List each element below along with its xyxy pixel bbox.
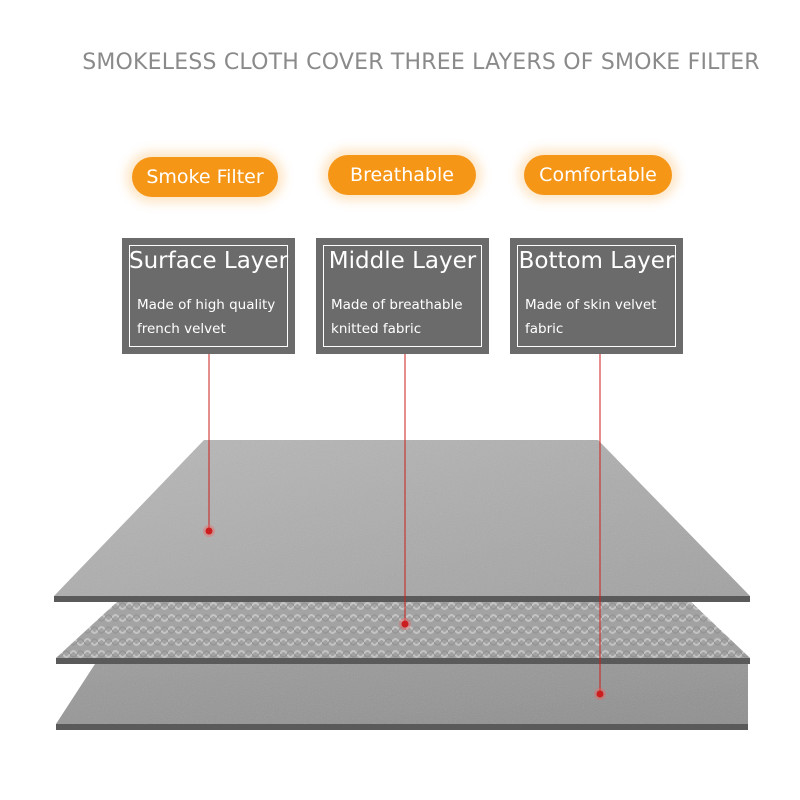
middle-layer-desc-line-2: knitted fabric (331, 321, 422, 337)
bottom-layer-desc-line-1: Made of skin velvet (525, 297, 657, 313)
badge-comfortable: Comfortable (524, 155, 672, 195)
bottom-layer-card: Bottom Layer Made of skin velvet fabric (510, 238, 683, 354)
surface-layer-title: Surface Layer (128, 248, 289, 274)
surface-layer-desc-line-1: Made of high quality (137, 297, 276, 313)
bottom-layer-desc-line-2: fabric (525, 321, 564, 337)
middle-layer-desc-line-1: Made of breathable (331, 297, 463, 313)
middle-layer-description: Made of breathable knitted fabric (331, 293, 481, 341)
page-title: SMOKELESS CLOTH COVER THREE LAYERS OF SM… (82, 50, 760, 75)
middle-layer-title: Middle Layer (328, 248, 477, 274)
top-fabric-layer (54, 440, 750, 602)
bottom-layer-title: Bottom Layer (518, 248, 675, 274)
middle-fabric-layer (56, 601, 750, 664)
badge-breathable: Breathable (328, 155, 476, 195)
badge-smoke-filter: Smoke Filter (132, 157, 278, 197)
surface-layer-card: Surface Layer Made of high quality frenc… (122, 238, 295, 354)
card-frame (323, 245, 482, 347)
card-frame (517, 245, 676, 347)
middle-layer-card: Middle Layer Made of breathable knitted … (316, 238, 489, 354)
bottom-fabric-layer (56, 664, 748, 730)
middle-layer-pointer (399, 354, 411, 630)
card-frame (129, 245, 288, 347)
surface-layer-description: Made of high quality french velvet (137, 293, 287, 341)
surface-layer-pointer (203, 354, 215, 537)
surface-layer-desc-line-2: french velvet (137, 321, 226, 337)
bottom-layer-pointer (594, 354, 606, 700)
bottom-layer-description: Made of skin velvet fabric (525, 293, 675, 341)
